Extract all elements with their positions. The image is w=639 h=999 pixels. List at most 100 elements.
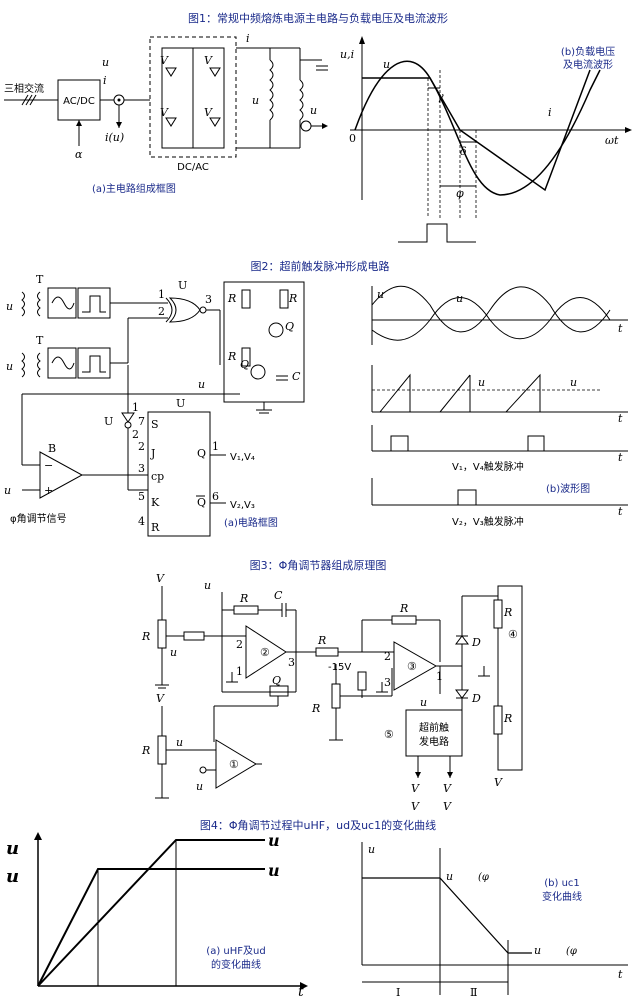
wave-uhf-label: u <box>377 288 384 301</box>
uh-in-label: u <box>6 360 13 373</box>
v3-3-label: V <box>443 800 452 813</box>
id-label: i <box>103 74 107 87</box>
rp5-potentiometer <box>493 705 503 735</box>
fig4a-uhf-y-label: u <box>6 838 19 859</box>
u2a-buffer <box>121 412 135 423</box>
c1-3-label: C <box>274 589 283 602</box>
t2-primary-icon <box>21 352 25 378</box>
uc1-3-label: u <box>420 696 427 709</box>
ud-label: u <box>102 56 109 69</box>
buf-pin2: 2 <box>132 428 139 441</box>
three-phase-label: 三相交流 <box>4 82 44 95</box>
fig1-waveform: u,i ωt 0 u i γ δ φ (b)负载电压 及电流波形 <box>340 36 632 243</box>
origin-label: 0 <box>349 132 356 145</box>
ff-r: R <box>151 521 160 534</box>
fig2-title: 图2：超前触发脉冲形成电路 <box>251 259 390 273</box>
wave1-t: t <box>618 322 623 335</box>
q2-transistor <box>250 364 266 380</box>
rp1-potentiometer <box>157 619 167 649</box>
v1-3-label: V <box>411 782 420 795</box>
tick-2 <box>25 94 33 106</box>
rp2-label: R <box>141 744 150 757</box>
fig1-caption-b-2: 及电流波形 <box>563 58 613 71</box>
fig3-circuit: V R u u R C ② 2 1 3 Q <box>141 572 523 813</box>
fig4b-uc1min-label: u <box>534 944 541 957</box>
ff-pin6: 6 <box>212 490 219 503</box>
v2-3-label: V <box>443 782 452 795</box>
advance-trig-line2: 发电路 <box>419 735 449 748</box>
fig4b-phimin-label: (φ <box>478 872 489 883</box>
ff-pin1: 1 <box>212 440 219 453</box>
ff-q: Q <box>197 447 206 460</box>
rp1-label: R <box>141 630 150 643</box>
ff-pin2: 2 <box>138 440 145 453</box>
fig4b-phimax-label: (φ <box>566 946 577 957</box>
rp3-potentiometer <box>331 683 341 709</box>
uh1-label: u <box>170 646 177 659</box>
vcc-3-label: V <box>494 776 503 789</box>
pulse23-label: V₂，V₃触发脉冲 <box>452 515 524 528</box>
fig1-title: 图1：常规中频熔炼电源主电路与负载电压及电流波形 <box>188 11 448 25</box>
xor-gate-icon <box>168 297 201 323</box>
sine-2-icon <box>51 356 75 370</box>
r3-label: R <box>227 350 236 363</box>
q2-label: Q <box>240 358 249 371</box>
tick-1 <box>21 94 29 106</box>
uh-waveform <box>354 60 601 196</box>
v4-label: V <box>204 106 213 119</box>
rs-resistor <box>391 615 417 625</box>
rp4-label: R <box>503 606 512 619</box>
thyristor-v4-icon <box>209 117 221 127</box>
uhf-label: u <box>310 104 317 117</box>
delta-label: δ <box>460 145 467 158</box>
ud-terminal <box>199 766 207 774</box>
uh-wave-label: u <box>383 58 390 71</box>
op2-pin3: 3 <box>288 656 295 669</box>
v2-label: V <box>160 106 169 119</box>
wt-axis-label: ωt <box>605 134 619 147</box>
op3-pin3: 3 <box>384 676 391 689</box>
uhf-3-label: u <box>204 579 211 592</box>
vcc-2-label: V <box>156 692 165 705</box>
rp3-label: R <box>311 702 320 715</box>
rs-label: R <box>399 602 408 615</box>
xor-pin3: 3 <box>205 293 212 306</box>
id-ud-label: i(u) <box>105 131 124 144</box>
wave-uh-label: u <box>456 292 463 305</box>
v1-arrow-icon <box>415 772 421 778</box>
buf-pin1: 1 <box>132 401 139 414</box>
fig3-title: 图3：Φ角调节器组成原理图 <box>250 558 387 572</box>
rp4-potentiometer <box>493 599 503 629</box>
r1-resistor <box>241 289 251 309</box>
d1-label: D <box>471 636 481 649</box>
phi-label: φ <box>456 187 464 200</box>
v2-arrow-icon <box>447 772 453 778</box>
fig4b-chart: u t Ⅰ Ⅱ u (φ u (φ (b) uc1 变化曲线 <box>361 842 628 999</box>
uc2-ramp-2 <box>439 374 471 413</box>
thyristor-v2-icon <box>165 117 177 127</box>
op-amp-1 <box>215 739 257 789</box>
fig4a-chart: t u u u u (a) uHF及ud 的变化曲线 <box>6 831 308 999</box>
t2-secondary-icon <box>37 352 41 378</box>
voltage-sensor <box>300 120 312 132</box>
rd-label: R <box>317 634 326 647</box>
square-1-icon <box>82 295 106 313</box>
fig4a-t-label: t <box>298 984 304 999</box>
fig4b-region-1: Ⅰ <box>396 986 400 999</box>
fig4a-uhf-curve-label: u <box>268 831 280 850</box>
id-arrow-icon <box>116 122 122 128</box>
rp3-series-resistor <box>357 671 367 691</box>
d1-diode-icon <box>455 635 469 645</box>
r1-label: R <box>227 292 236 305</box>
xor-gate-arc <box>165 297 173 323</box>
wave-uc1-label: u <box>570 376 577 389</box>
shaper-2 <box>77 347 111 379</box>
xor-pin1: 1 <box>158 288 165 301</box>
u1a-label: U <box>178 279 187 292</box>
d2-label: D <box>471 692 481 705</box>
uc1-in-label: u <box>4 484 11 497</box>
wt-arrow-icon <box>625 127 632 133</box>
filter-1 <box>47 287 77 319</box>
inverter-dashed-box <box>149 36 237 158</box>
